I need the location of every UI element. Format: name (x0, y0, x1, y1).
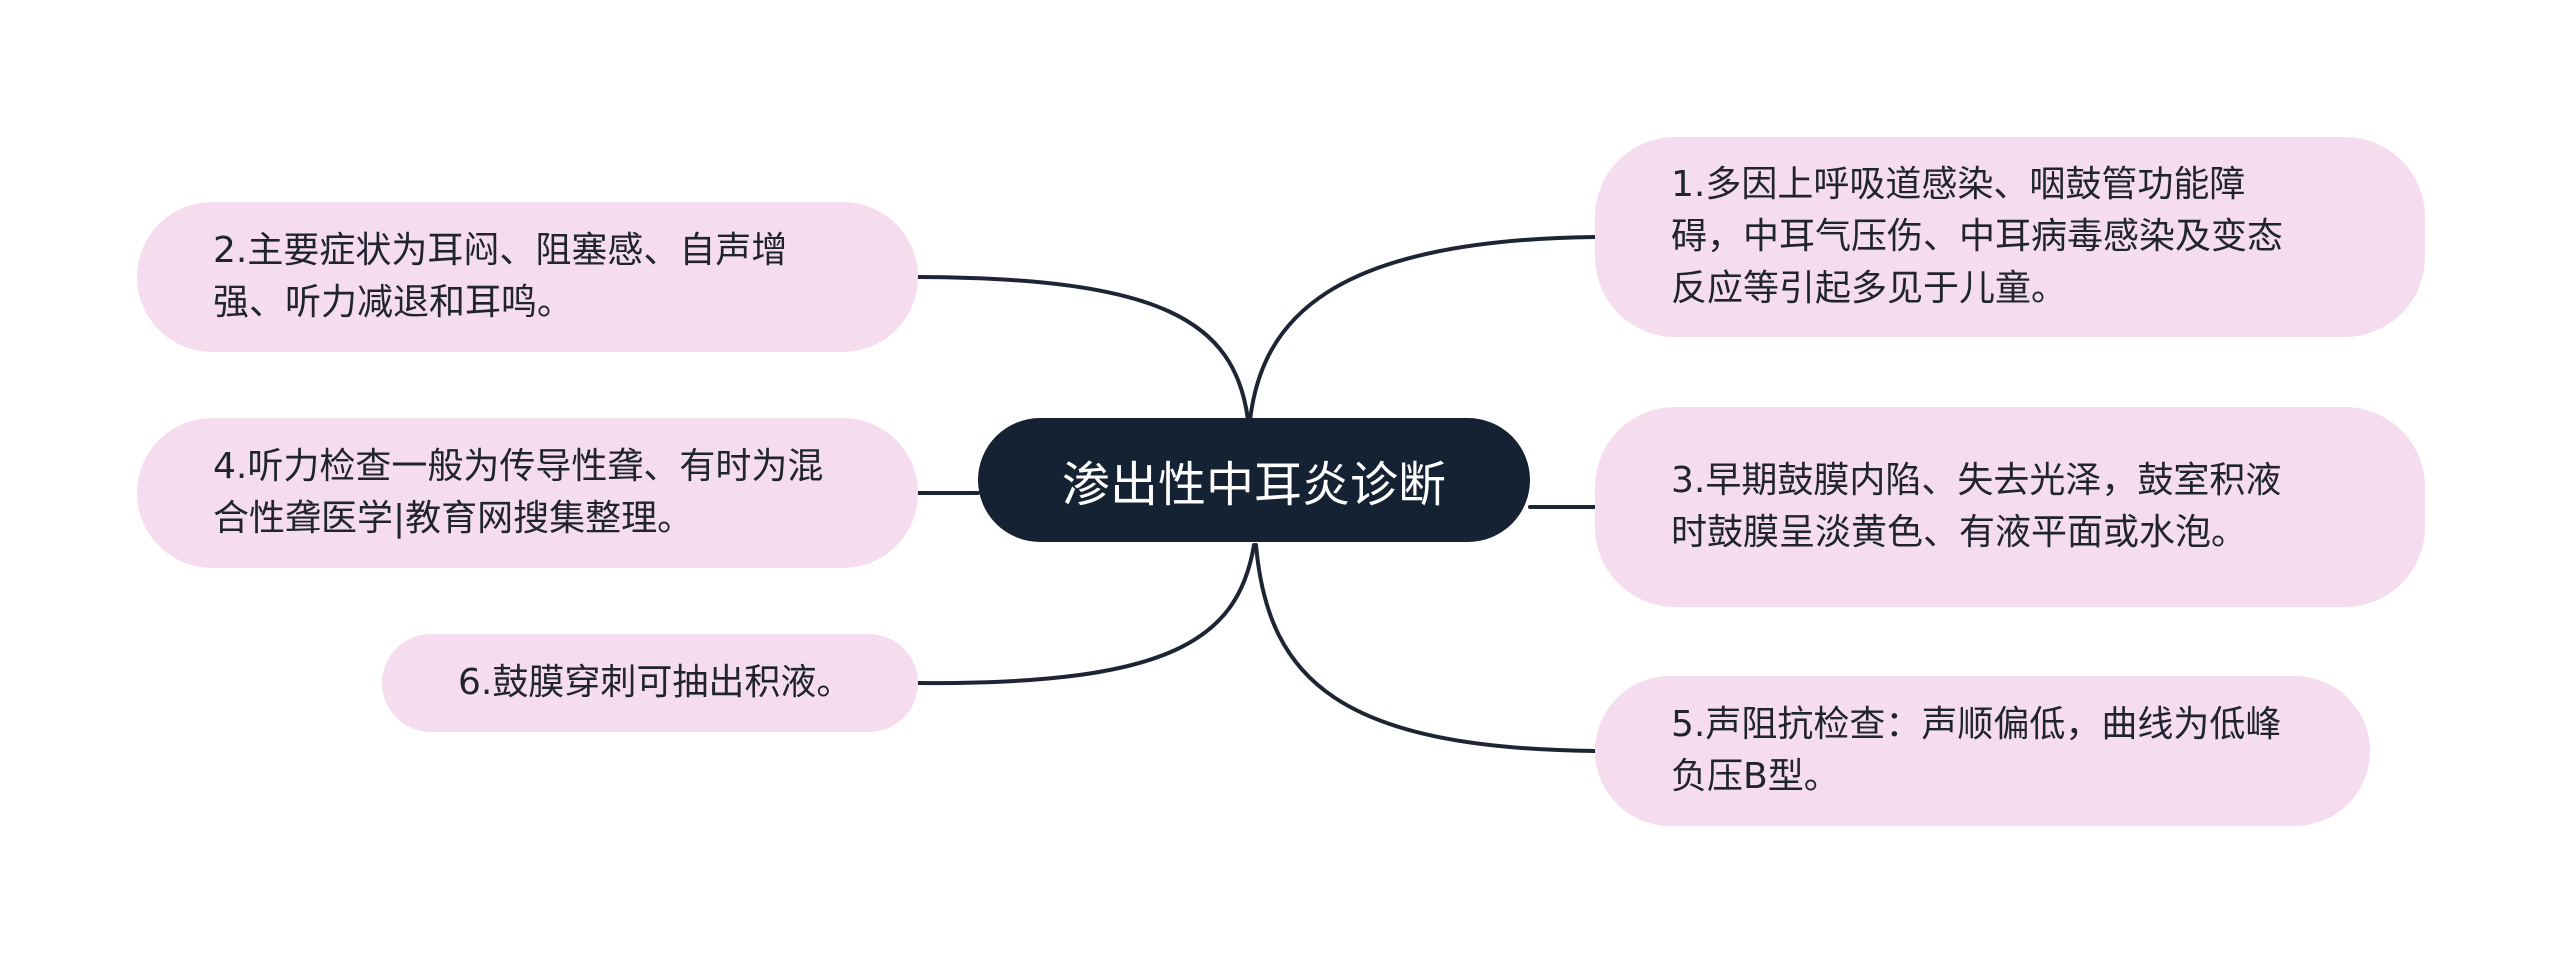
topic-node-1-label: 1.多因上呼吸道感染、咽鼓管功能障碍，中耳气压伤、中耳病毒感染及变态反应等引起多… (1671, 164, 2284, 309)
central-topic[interactable]: 渗出性中耳炎诊断 (978, 418, 1530, 542)
connector-n6 (916, 543, 1256, 686)
topic-node-5[interactable]: 5.声阻抗检查：声顺偏低，曲线为低峰负压B型。 (1595, 676, 2370, 826)
topic-node-2-label: 2.主要症状为耳闷、阻塞感、自声增强、听力减退和耳鸣。 (213, 230, 788, 323)
connector-n2 (916, 275, 1250, 422)
topic-node-6-label: 6.鼓膜穿刺可抽出积液。 (458, 662, 853, 703)
connector-n5 (1254, 543, 1597, 753)
topic-node-4[interactable]: 4.听力检查一般为传导性聋、有时为混合性聋医学|教育网搜集整理。 (137, 418, 918, 568)
topic-node-1[interactable]: 1.多因上呼吸道感染、咽鼓管功能障碍，中耳气压伤、中耳病毒感染及变态反应等引起多… (1595, 137, 2425, 337)
topic-node-3-label: 3.早期鼓膜内陷、失去光泽，鼓室积液时鼓膜呈淡黄色、有液平面或水泡。 (1671, 460, 2282, 553)
connector-n1 (1248, 235, 1597, 422)
topic-node-4-label: 4.听力检查一般为传导性聋、有时为混合性聋医学|教育网搜集整理。 (213, 446, 824, 539)
topic-node-2[interactable]: 2.主要症状为耳闷、阻塞感、自声增强、听力减退和耳鸣。 (137, 202, 918, 352)
topic-node-6[interactable]: 6.鼓膜穿刺可抽出积液。 (382, 634, 918, 732)
topic-node-3[interactable]: 3.早期鼓膜内陷、失去光泽，鼓室积液时鼓膜呈淡黄色、有液平面或水泡。 (1595, 407, 2425, 607)
topic-node-5-label: 5.声阻抗检查：声顺偏低，曲线为低峰负压B型。 (1671, 704, 2282, 797)
